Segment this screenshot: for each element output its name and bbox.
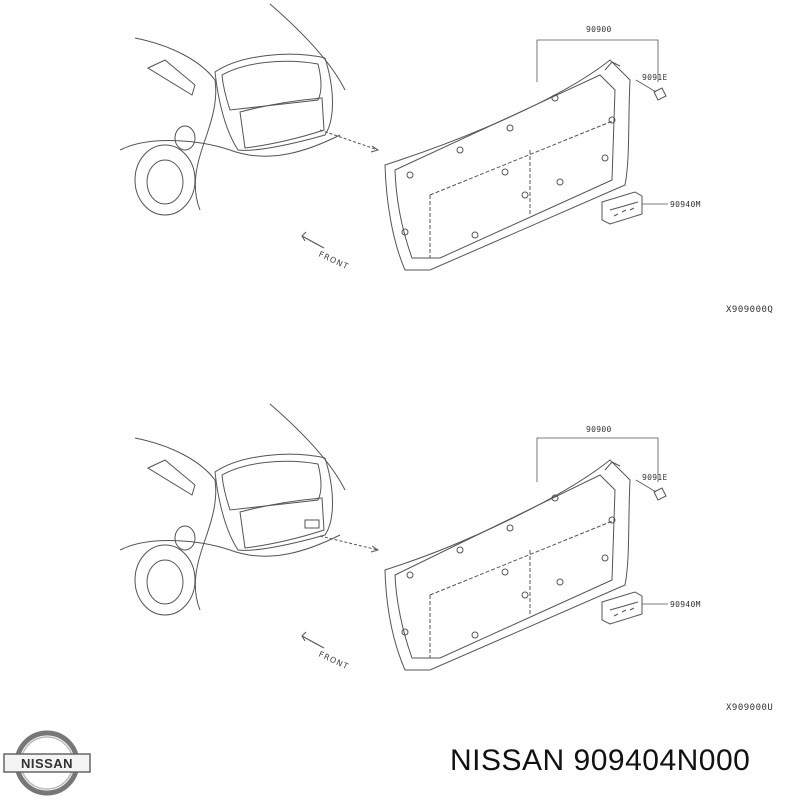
leader-arrow — [319, 129, 379, 151]
car-wheel — [134, 544, 196, 616]
car-side-window — [146, 59, 196, 96]
car-rear-outline — [134, 437, 217, 611]
tailgate-part-highlight — [304, 519, 320, 529]
car-roof-line — [269, 403, 346, 491]
callout-clip-label: 9091E — [642, 73, 668, 82]
tailgate-window — [221, 460, 322, 511]
clip-part — [653, 87, 667, 101]
trim-panel-inner — [394, 74, 616, 259]
trim-panel-outline — [384, 59, 631, 271]
front-label: FRONT — [317, 650, 350, 672]
logo-bar — [3, 753, 91, 773]
nissan-logo: NISSAN — [3, 730, 91, 796]
callout-bracket — [536, 437, 659, 482]
parts-diagram-top: 90900 9091E 90940M FRONT X909000Q — [119, 3, 773, 315]
car-lower-body — [119, 134, 341, 157]
tailgate-window — [221, 60, 322, 111]
fuel-cap — [174, 125, 196, 151]
diagram-ref-code: X909000Q — [726, 305, 773, 315]
diagram-bottom: 90900 9091E 90940M FRONT X909000U — [0, 360, 800, 720]
callout-main-label: 90900 — [586, 25, 612, 34]
trim-panel-depth — [429, 519, 616, 658]
car-wheel-inner — [146, 559, 184, 605]
car-lower-body — [119, 534, 341, 557]
car-wheel — [134, 144, 196, 216]
front-arrow-icon — [301, 631, 325, 649]
car-wheel-inner — [146, 159, 184, 205]
callout-main-label: 90900 — [586, 425, 612, 434]
callout-part-label: 90940M — [670, 600, 701, 609]
car-side-window — [146, 459, 196, 496]
tailgate-trim — [239, 497, 325, 549]
clip-markers — [401, 94, 616, 239]
tailgate-outline — [214, 453, 333, 551]
diagram-top: 90900 9091E 90940M FRONT X909000Q — [0, 0, 800, 360]
car-roof-line — [269, 3, 346, 91]
part-90940m — [601, 191, 643, 225]
car-rear-outline — [134, 37, 217, 211]
part-title: NISSAN 909404N000 — [450, 744, 751, 777]
callout-clip-label: 9091E — [642, 473, 668, 482]
trim-panel-depth — [429, 119, 616, 258]
logo-text: NISSAN — [21, 756, 73, 771]
front-arrow-icon — [301, 231, 325, 249]
fuel-cap — [174, 525, 196, 551]
part-90940m — [601, 591, 643, 625]
trim-panel-inner — [394, 474, 616, 659]
leader-arrow — [319, 535, 379, 551]
parts-diagram-bottom: 90900 9091E 90940M FRONT X909000U — [119, 403, 773, 713]
callout-bracket — [536, 39, 659, 82]
clip-part — [653, 487, 667, 501]
tailgate-outline — [214, 53, 333, 151]
clip-markers — [401, 494, 616, 639]
diagram-ref-code: X909000U — [726, 703, 773, 713]
callout-part-label: 90940M — [670, 200, 701, 209]
trim-panel-outline — [384, 459, 631, 671]
front-label: FRONT — [317, 250, 350, 272]
tailgate-trim — [239, 97, 325, 149]
